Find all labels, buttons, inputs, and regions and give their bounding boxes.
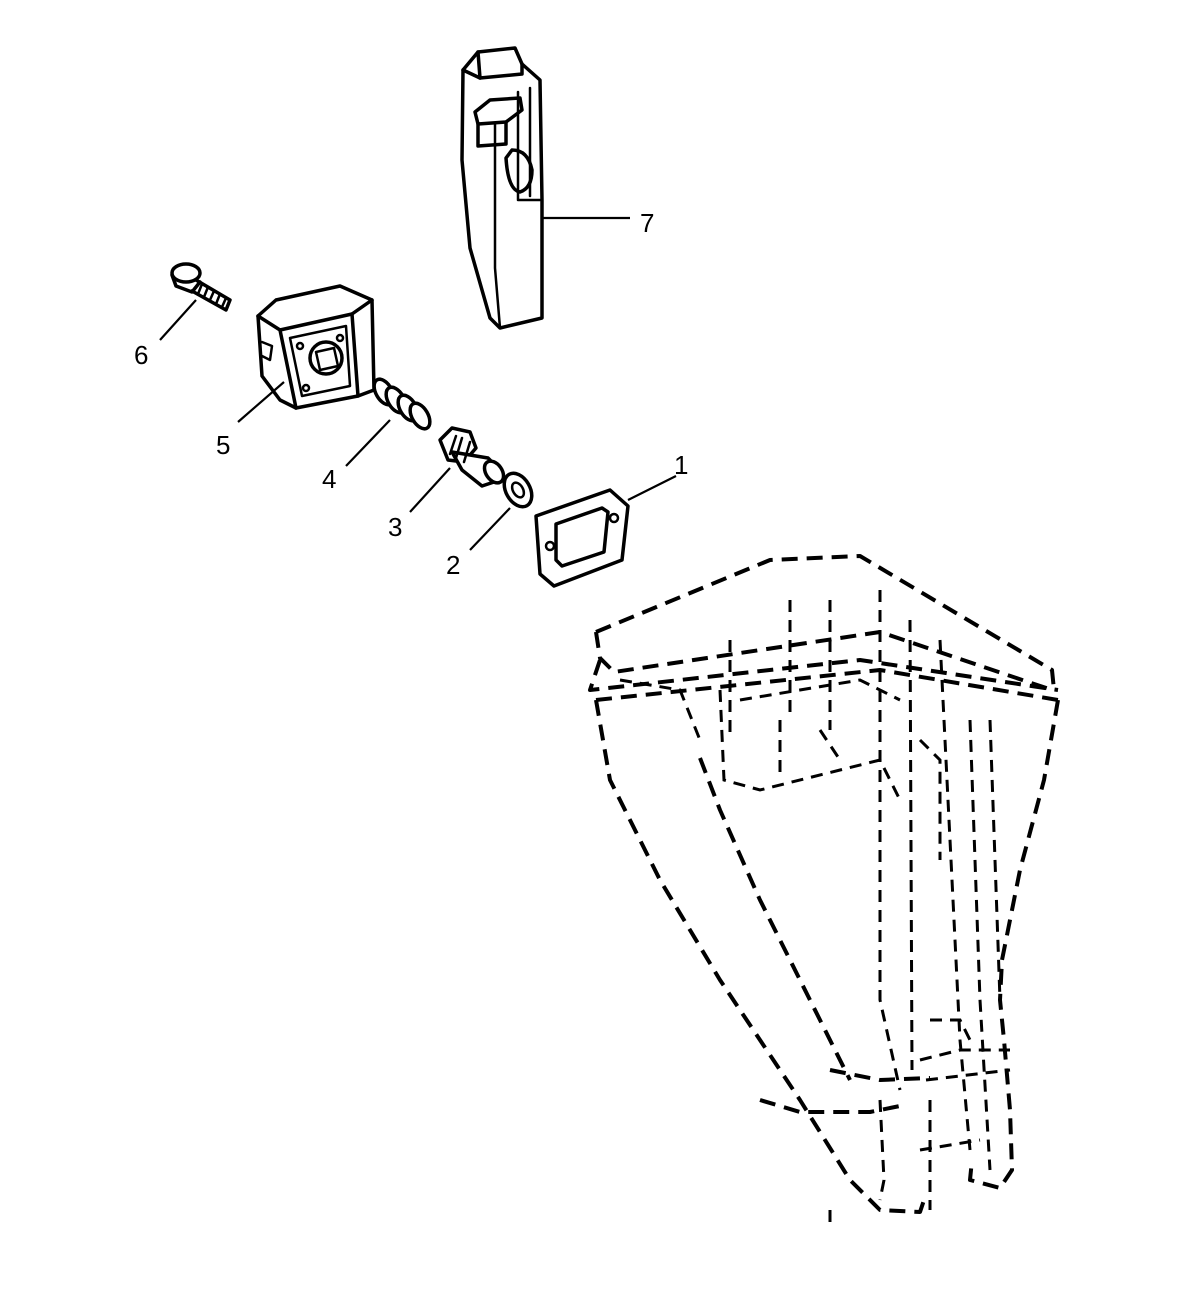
leader-5	[237, 381, 285, 423]
callout-label-3: 3	[388, 512, 402, 542]
callout-label-5: 5	[216, 430, 230, 460]
part-4-spring	[372, 377, 432, 431]
part-3-valve	[438, 426, 506, 488]
leader-2	[469, 507, 511, 551]
leader-1	[627, 475, 677, 501]
leader-6	[159, 299, 197, 341]
callout-label-7: 7	[640, 208, 654, 238]
leader-3	[409, 467, 451, 513]
part-6-screw	[170, 262, 232, 312]
part-1-gasket	[534, 488, 630, 588]
part-5-housing	[256, 284, 376, 410]
part-2-washer	[502, 471, 534, 509]
callout-label-6: 6	[134, 340, 148, 370]
leader-4	[345, 419, 391, 467]
callout-label-2: 2	[446, 550, 460, 580]
callout-label-4: 4	[322, 464, 336, 494]
callout-label-1: 1	[674, 450, 688, 480]
driveshaft-housing-phantom	[588, 554, 1060, 1230]
part-7-bracket	[460, 46, 544, 330]
